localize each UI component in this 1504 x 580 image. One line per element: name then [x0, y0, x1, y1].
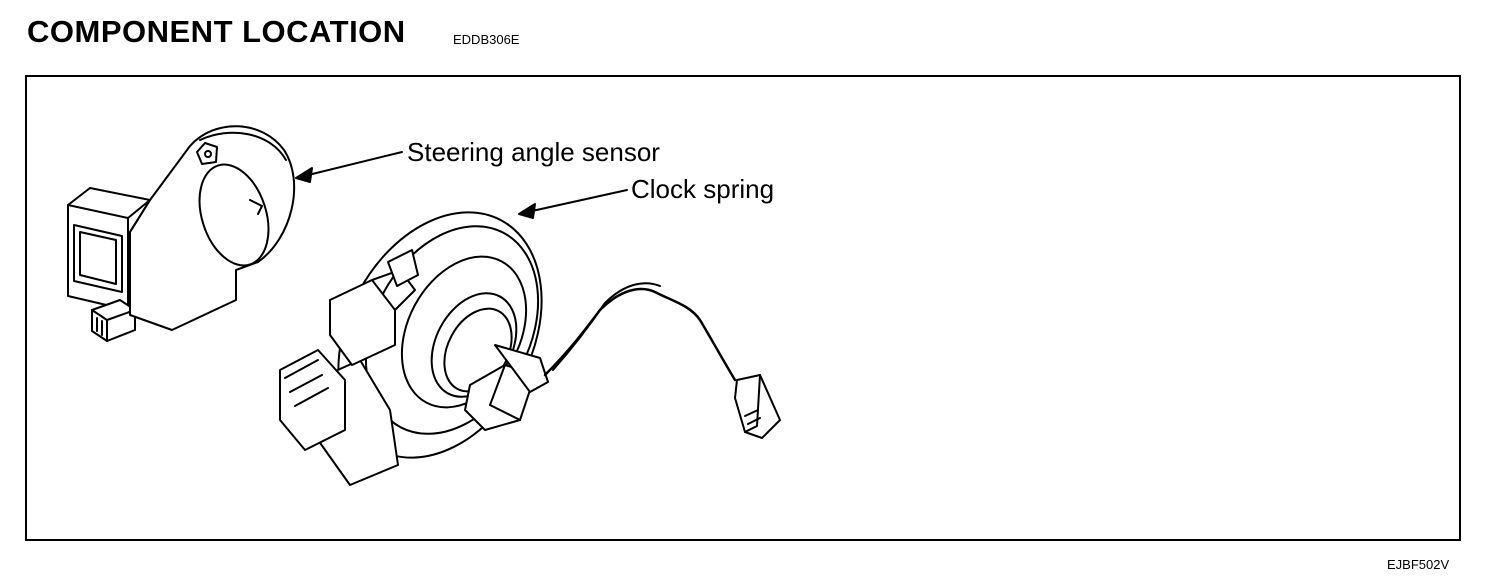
clock-spring-label: Clock spring	[631, 174, 775, 204]
figure-code: EJBF502V	[1387, 557, 1450, 572]
steering-angle-sensor-drawing	[67, 125, 296, 342]
steering-angle-sensor-label: Steering angle sensor	[407, 137, 660, 167]
document-code: EDDB306E	[453, 32, 520, 47]
page-title: COMPONENT LOCATION	[27, 14, 406, 49]
leader-arrows	[295, 151, 628, 219]
clock-spring-drawing	[279, 211, 781, 486]
diagram-frame	[25, 75, 1461, 541]
